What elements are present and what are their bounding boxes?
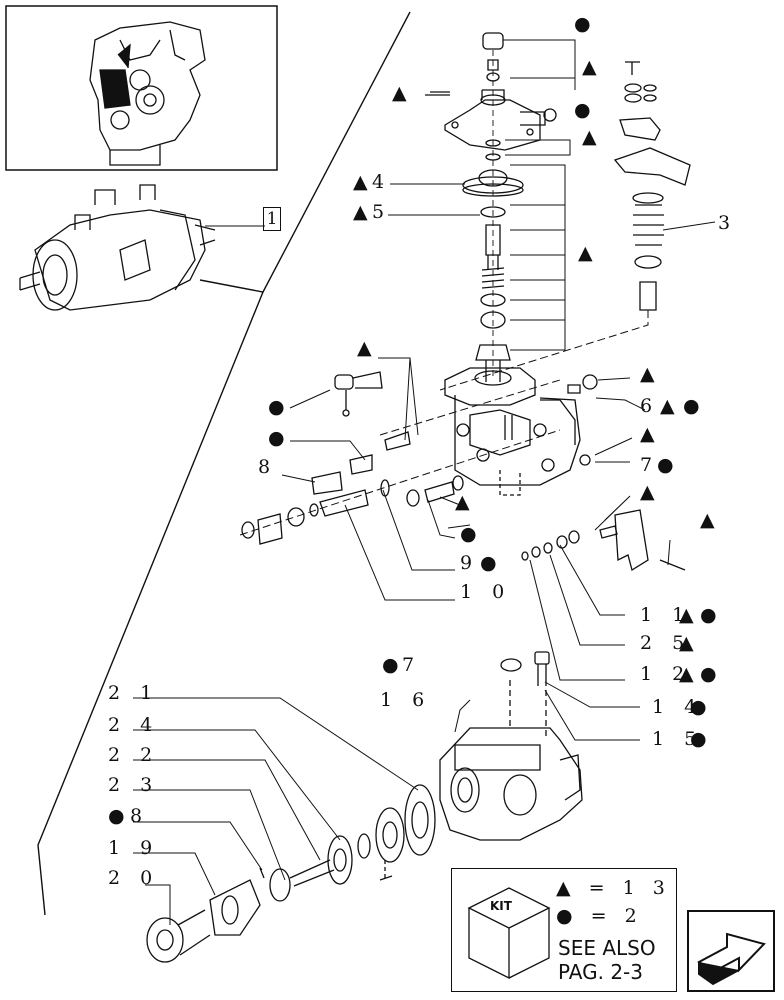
reference-box-1: 1 bbox=[263, 207, 281, 231]
circle-marker: ● bbox=[700, 663, 724, 685]
circle-marker: ● bbox=[460, 523, 484, 545]
part-label-19: 1 9 bbox=[108, 837, 160, 859]
part-label-11: 1 1 bbox=[640, 604, 692, 626]
arrow-icon bbox=[697, 932, 766, 986]
kit-legend: KIT ▲ = 1 3 ● = 2 SEE ALSO PAG. 2-3 bbox=[451, 868, 677, 992]
kit-triangle-row: ▲ = 1 3 bbox=[556, 877, 671, 899]
part-label-8b: 8 bbox=[130, 805, 150, 827]
kit-box-icon bbox=[467, 887, 551, 980]
triangle-marker: ▲ bbox=[353, 201, 375, 223]
circle-marker: ● bbox=[268, 396, 292, 418]
leader-lines bbox=[133, 39, 716, 925]
circle-marker: ● bbox=[574, 13, 598, 35]
part-label-5: 5 bbox=[372, 201, 392, 223]
next-page-button[interactable] bbox=[687, 910, 775, 992]
part-label-14: 1 4 bbox=[652, 696, 704, 718]
part-label-12: 1 2 bbox=[640, 663, 692, 685]
right-small-parts bbox=[521, 509, 686, 572]
part-label-7b: 7 bbox=[402, 654, 422, 676]
part-label-6: 6 bbox=[640, 395, 660, 417]
triangle-marker: ▲ bbox=[455, 491, 477, 513]
part-label-24: 2 4 bbox=[108, 714, 160, 736]
triangle-marker: ▲ bbox=[582, 126, 604, 148]
circle-marker: ● bbox=[700, 604, 724, 626]
triangle-marker: ▲ bbox=[353, 171, 375, 193]
engine-locator-thumbnail bbox=[5, 5, 278, 171]
kit-label: KIT bbox=[490, 899, 512, 913]
triangle-marker: ▲ bbox=[640, 423, 662, 445]
part-label-9: 9 bbox=[460, 552, 480, 574]
triangle-marker: ▲ bbox=[392, 82, 414, 104]
triangle-marker: ▲ bbox=[679, 632, 701, 654]
part-label-25: 2 5 bbox=[640, 632, 692, 654]
circle-marker: ● bbox=[480, 552, 504, 574]
part-label-23: 2 3 bbox=[108, 774, 160, 796]
circle-marker: ● bbox=[690, 696, 714, 718]
part-label-3: 3 bbox=[718, 212, 738, 234]
triangle-marker: ▲ bbox=[578, 242, 600, 264]
circle-marker: ● bbox=[657, 454, 681, 476]
triangle-marker: ▲ bbox=[582, 56, 604, 78]
part-label-7: 7 bbox=[640, 454, 660, 476]
triangle-marker: ▲ bbox=[556, 877, 577, 899]
equals-sign: = bbox=[590, 905, 613, 927]
part-label-10: 1 0 bbox=[460, 581, 512, 603]
part-label-16: 1 6 bbox=[380, 689, 432, 711]
triangle-kit-value: 1 3 bbox=[622, 877, 671, 899]
part-label-20: 2 0 bbox=[108, 867, 160, 889]
circle-marker: ● bbox=[690, 728, 714, 750]
circle-marker: ● bbox=[574, 99, 598, 121]
triangle-marker: ▲ bbox=[700, 509, 722, 531]
part-label-8: 8 bbox=[258, 456, 278, 478]
left-fittings bbox=[239, 371, 561, 545]
governor-cover-assembly bbox=[425, 32, 557, 382]
circle-marker: ● bbox=[683, 395, 707, 417]
triangle-marker: ▲ bbox=[679, 663, 701, 685]
circle-marker: ● bbox=[556, 905, 579, 927]
circle-marker: ● bbox=[268, 427, 292, 449]
triangle-marker: ▲ bbox=[660, 395, 682, 417]
circle-kit-value: 2 bbox=[624, 905, 643, 927]
part-label-21: 2 1 bbox=[108, 682, 160, 704]
pump-head bbox=[444, 367, 598, 496]
part-label-15: 1 5 bbox=[652, 728, 704, 750]
circle-marker: ● bbox=[108, 805, 132, 827]
see-also-page[interactable]: PAG. 2-3 bbox=[558, 960, 643, 984]
part-label-22: 2 2 bbox=[108, 744, 160, 766]
triangle-marker: ▲ bbox=[357, 337, 379, 359]
kit-circle-row: ● = 2 bbox=[556, 905, 643, 927]
equals-sign: = bbox=[588, 877, 611, 899]
triangle-marker: ▲ bbox=[640, 481, 662, 503]
drive-gear-assembly bbox=[146, 784, 436, 963]
circle-marker: ● bbox=[382, 654, 406, 676]
see-also-label: SEE ALSO bbox=[558, 936, 656, 960]
triangle-marker: ▲ bbox=[679, 604, 701, 626]
part-label-4: 4 bbox=[372, 171, 392, 193]
pump-overview bbox=[19, 184, 265, 311]
triangle-marker: ▲ bbox=[640, 363, 662, 385]
